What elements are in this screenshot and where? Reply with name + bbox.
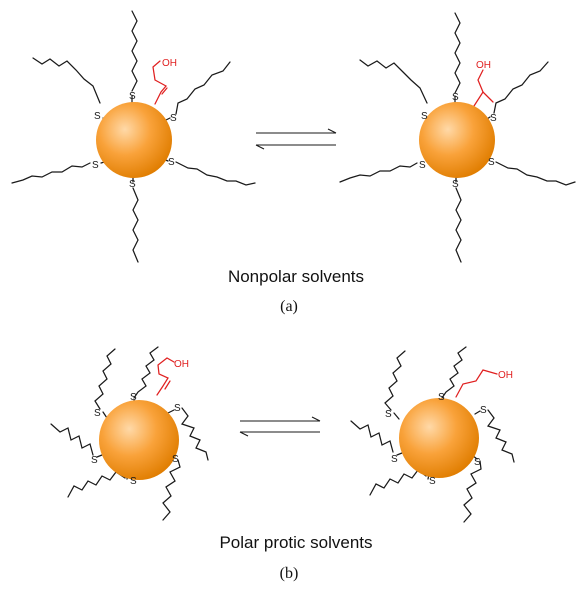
gold-nanoparticle	[99, 400, 179, 480]
gold-nanoparticle	[96, 102, 172, 178]
sulfur-label: S	[172, 454, 179, 465]
propanol-substituent	[455, 369, 498, 398]
particle-b-left: OH S S S S S S	[50, 346, 209, 521]
oh-label: OH	[476, 60, 491, 71]
sulfur-label: S	[174, 403, 181, 414]
sulfur-label: S	[130, 476, 137, 487]
gold-nanoparticle	[419, 102, 495, 178]
chain-upper-left	[359, 59, 428, 104]
sulfur-label: S	[419, 160, 426, 171]
sulfur-label: S	[129, 179, 136, 190]
sulfur-label: S	[490, 113, 497, 124]
chain-upper-right	[493, 61, 549, 114]
chain-lower-right	[162, 459, 181, 521]
sulfur-label: S	[429, 476, 436, 487]
sublabel-a: (a)	[280, 298, 298, 315]
chain-upper-right	[175, 61, 231, 115]
chain-bottom	[455, 187, 462, 263]
equilibrium-arrows-a	[255, 128, 337, 150]
sulfur-label: S	[438, 392, 445, 403]
sulfur-label: S	[488, 157, 495, 168]
oh-label: OH	[162, 58, 177, 69]
chain-top	[133, 346, 159, 399]
sulfur-label: S	[168, 157, 175, 168]
sulfur-label: S	[480, 405, 487, 416]
chain-left	[11, 162, 91, 184]
sulfur-label: S	[170, 113, 177, 124]
caption-a: Nonpolar solvents	[228, 267, 364, 286]
chain-upper-left	[32, 57, 101, 104]
chain-lower-left	[67, 471, 126, 498]
chain-left	[350, 420, 394, 453]
chain-right	[180, 407, 209, 461]
particle-a-right: OH S S S S S S	[339, 12, 576, 263]
oh-label: OH	[498, 370, 513, 381]
panel-a: OH S S S S S S	[11, 10, 576, 315]
chain-right	[495, 161, 576, 186]
sulfur-label: S	[452, 179, 459, 190]
chain-lower-right	[463, 460, 482, 523]
sulfur-label: S	[452, 92, 459, 103]
sulfur-label: S	[129, 91, 136, 102]
chain-left	[50, 423, 94, 456]
sulfur-label: S	[385, 409, 392, 420]
sulfur-label: S	[421, 111, 428, 122]
panel-b: OH S S S S S S	[50, 346, 515, 582]
sulfur-label: S	[94, 408, 101, 419]
chain-top	[131, 10, 138, 92]
sulfur-label: S	[391, 454, 398, 465]
caption-b: Polar protic solvents	[219, 533, 372, 552]
allyl-substituent	[152, 60, 167, 105]
chain-left	[339, 162, 418, 183]
sublabel-b: (b)	[280, 565, 299, 582]
sulfur-label: S	[130, 392, 137, 403]
chain-upper-left	[384, 350, 406, 411]
gold-nanoparticle	[399, 398, 479, 478]
allyl-substituent	[156, 357, 175, 396]
sulfur-label: S	[474, 457, 481, 468]
chain-top	[441, 346, 467, 399]
branched-substituent	[473, 91, 494, 107]
sulfur-label: S	[92, 160, 99, 171]
oh-label: OH	[174, 359, 189, 370]
equilibrium-arrows-b	[239, 416, 321, 437]
chain-right	[175, 161, 256, 186]
chain-right	[486, 409, 515, 463]
sulfur-label: S	[94, 111, 101, 122]
particle-b-right: OH S S S S S S	[350, 346, 515, 523]
chain-lower-left	[369, 469, 427, 496]
chain-bottom	[132, 187, 139, 263]
sulfur-label: S	[91, 455, 98, 466]
chain-top	[454, 12, 461, 94]
particle-a-left: OH S S S S S S	[11, 10, 256, 263]
chain-upper-left	[94, 348, 116, 410]
